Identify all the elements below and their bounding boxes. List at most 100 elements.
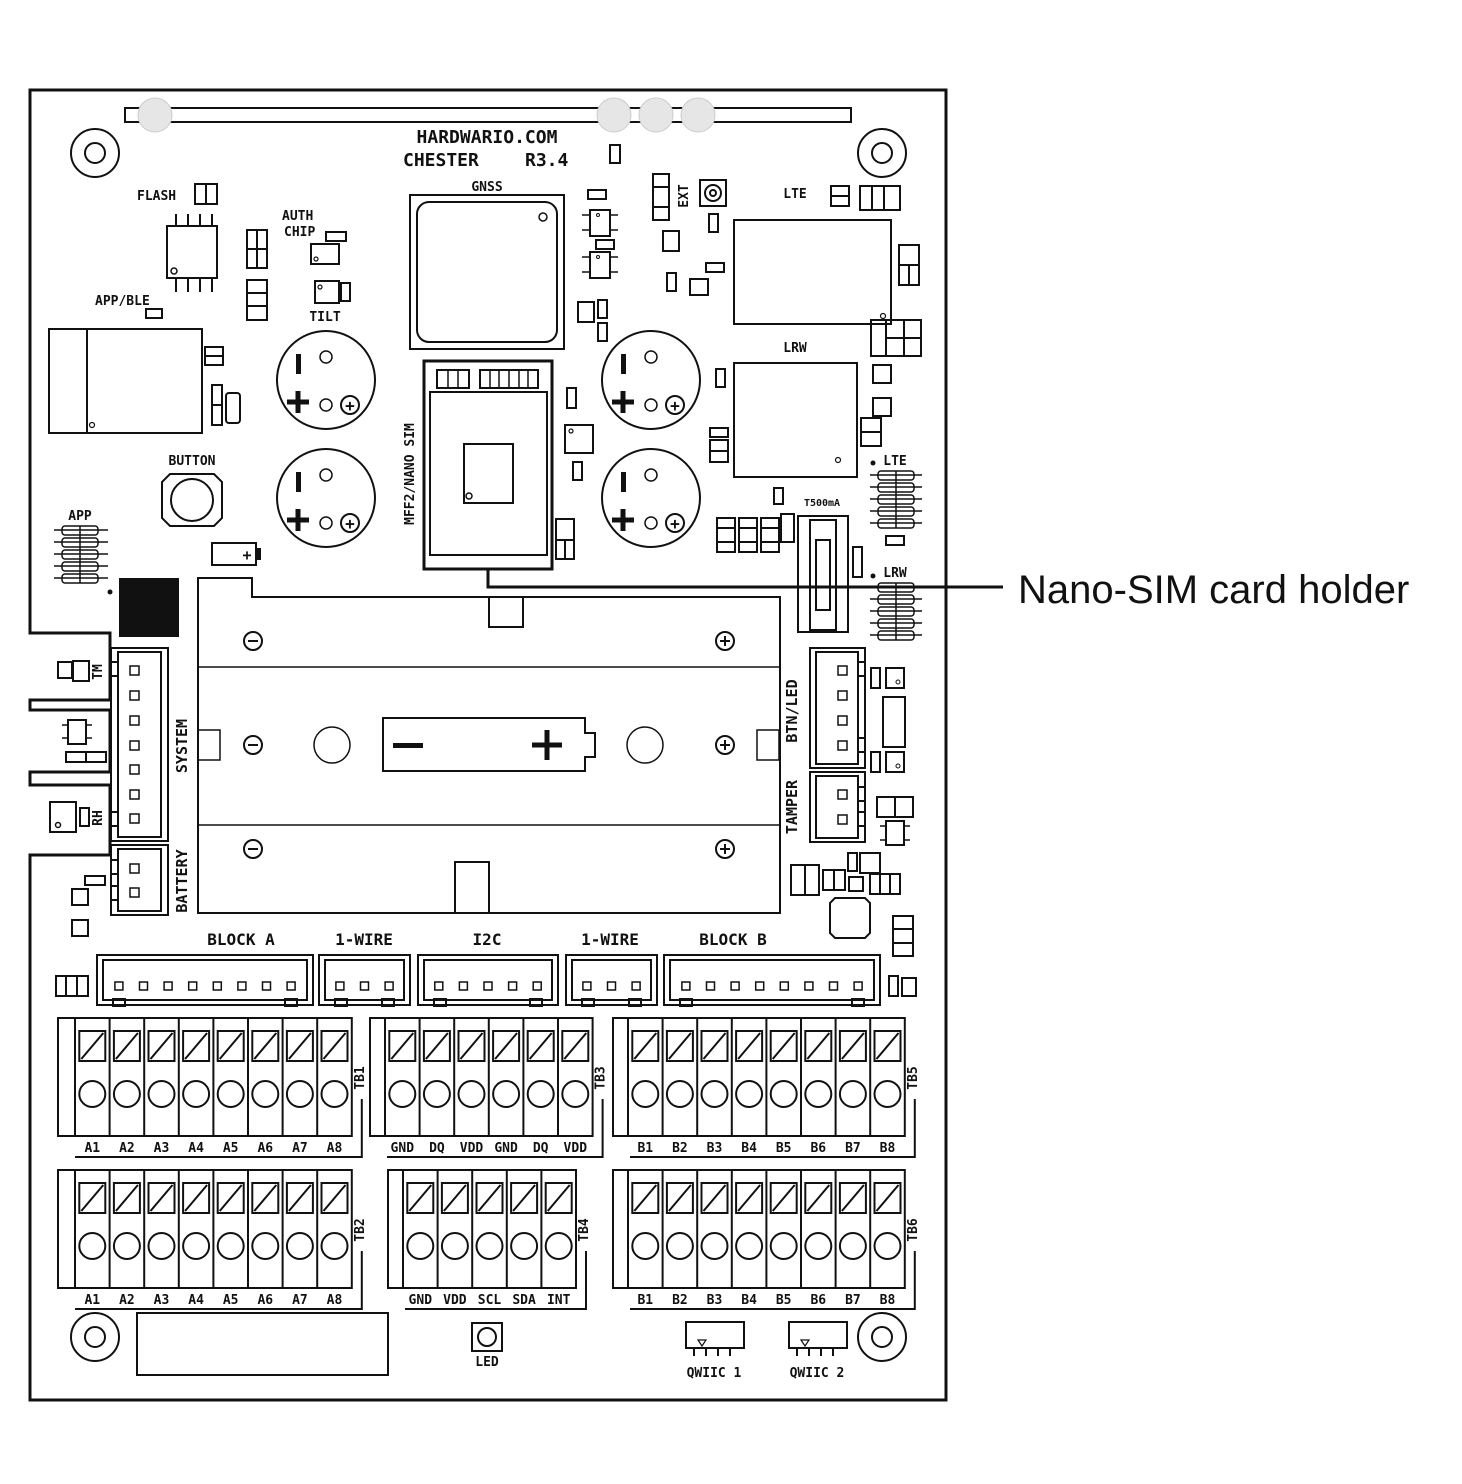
- terminal-screw: [735, 1182, 764, 1214]
- svg-text:+: +: [670, 396, 680, 415]
- sim-holder-detail: [429, 369, 548, 556]
- terminal-screw: [544, 1182, 573, 1214]
- terminal-screw: [769, 1030, 798, 1062]
- terminal-block-id: TB2: [353, 1218, 368, 1241]
- terminal-hole: [285, 1080, 314, 1108]
- connector-pin: [606, 981, 617, 991]
- terminal-hole: [804, 1080, 833, 1108]
- tilt-label: TILT: [309, 310, 340, 325]
- terminal-pin-label: B3: [707, 1293, 723, 1308]
- terminal-hole: [457, 1080, 486, 1108]
- terminal-pin-label: B5: [776, 1141, 792, 1156]
- connector-pin: [261, 981, 272, 991]
- terminal-hole: [735, 1232, 764, 1260]
- terminal-pin-label: B2: [672, 1141, 688, 1156]
- fuse-holder: [797, 515, 849, 633]
- header-hole: [638, 97, 674, 133]
- app-pin-header: [54, 525, 108, 584]
- connector-pin: [582, 981, 592, 991]
- battery-terminal-marks: [243, 631, 735, 859]
- gnss-module: [409, 194, 565, 350]
- terminal-pin-label: B6: [810, 1293, 826, 1308]
- terminal-hole: [492, 1080, 521, 1108]
- terminal-pin-label: GND: [494, 1141, 518, 1156]
- terminal-hole: [700, 1232, 729, 1260]
- terminal-hole: [475, 1232, 504, 1260]
- terminal-pin-label: A6: [257, 1141, 273, 1156]
- terminal-hole: [388, 1080, 417, 1108]
- terminal-hole: [665, 1232, 694, 1260]
- btn-led-connector: [809, 647, 866, 769]
- terminal-hole: [147, 1080, 176, 1108]
- capacitor-3: +: [601, 330, 701, 430]
- button-label: BUTTON: [169, 454, 216, 469]
- terminal-screw: [78, 1030, 107, 1062]
- terminal-screw: [873, 1030, 902, 1062]
- tm-label: TM: [91, 664, 106, 680]
- terminal-pin-label: A3: [154, 1293, 170, 1308]
- terminal-pin-label: B6: [810, 1141, 826, 1156]
- qwiic-2-label: QWIIC 2: [790, 1366, 845, 1381]
- lte-label: LTE: [783, 187, 806, 202]
- flash-chip: [166, 214, 218, 292]
- system-label: SYSTEM: [173, 719, 191, 773]
- terminal-pin-label: B4: [741, 1141, 757, 1156]
- battery-connector: [110, 844, 169, 916]
- terminal-hole: [182, 1080, 211, 1108]
- terminal-hole: [216, 1232, 245, 1260]
- terminal-screw: [873, 1182, 902, 1214]
- connector-1: [96, 954, 314, 1007]
- terminal-hole: [700, 1080, 729, 1108]
- terminal-hole: [251, 1232, 280, 1260]
- lte-module: [733, 219, 892, 325]
- terminal-hole: [838, 1232, 867, 1260]
- fuse-label: T500mA: [804, 498, 840, 509]
- terminal-screw: [422, 1030, 451, 1062]
- black-chip: [119, 578, 179, 637]
- terminal-pin-label: B7: [845, 1293, 861, 1308]
- svg-text:+: +: [242, 546, 251, 564]
- mounting-hole-top-left: [70, 128, 120, 178]
- terminal-screw: [320, 1182, 349, 1214]
- app-ble-label: APP/BLE: [95, 294, 150, 309]
- terminal-hole: [422, 1080, 451, 1108]
- connector-label-block-a: BLOCK A: [207, 930, 275, 949]
- terminal-hole: [769, 1232, 798, 1260]
- terminal-pin-label: A5: [223, 1293, 239, 1308]
- terminal-screw: [320, 1030, 349, 1062]
- auth-chip-label-2: CHIP: [284, 225, 315, 240]
- top-header-strip: [124, 107, 852, 123]
- capacitor-1: +: [276, 330, 376, 430]
- sim-label: MFF2/NANO SIM: [403, 423, 418, 525]
- connector-label-i2c: I2C: [473, 930, 502, 949]
- connector-pin: [458, 981, 469, 991]
- terminal-hole: [561, 1080, 590, 1108]
- terminal-pin-label: B8: [880, 1293, 896, 1308]
- terminal-hole: [544, 1232, 573, 1260]
- terminal-hole: [78, 1232, 107, 1260]
- terminal-screw: [804, 1182, 833, 1214]
- terminal-screw: [216, 1182, 245, 1214]
- terminal-pin-label: A8: [327, 1293, 343, 1308]
- terminal-screw: [561, 1030, 590, 1062]
- terminal-hole: [78, 1080, 107, 1108]
- terminal-pin-label: A6: [257, 1293, 273, 1308]
- ble-module: [48, 328, 203, 434]
- terminal-screw: [838, 1182, 867, 1214]
- svg-text:+: +: [345, 396, 355, 415]
- terminal-pin-label: B8: [880, 1141, 896, 1156]
- mounting-hole-bottom-left: [70, 1312, 120, 1362]
- connector-pin: [631, 981, 641, 991]
- terminal-screw: [78, 1182, 107, 1214]
- qwiic-2-connector: [788, 1321, 848, 1356]
- terminal-screw: [182, 1030, 211, 1062]
- mounting-hole-bottom-right: [857, 1312, 907, 1362]
- terminal-pin-label: B4: [741, 1293, 757, 1308]
- capacitor-4: +: [601, 448, 701, 548]
- svg-text:+: +: [670, 514, 680, 533]
- connector-pin: [163, 981, 173, 991]
